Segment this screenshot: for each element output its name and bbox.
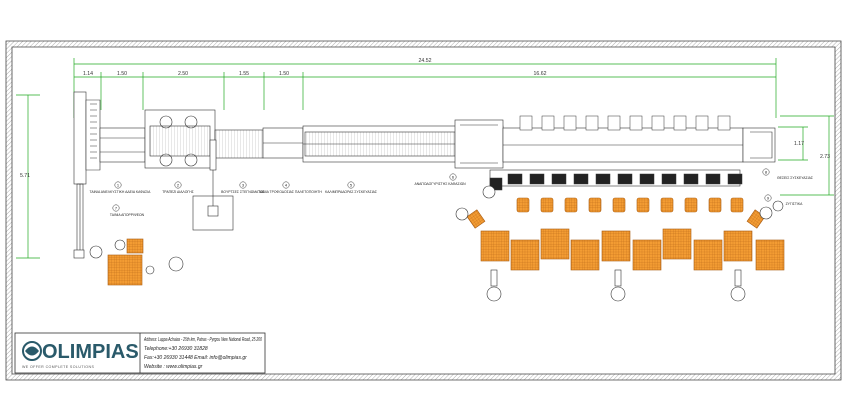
marker-6: 6	[452, 174, 455, 179]
dim-seg-3: 2.50	[178, 71, 188, 77]
marker-8: 8	[765, 169, 768, 174]
dim-left-height: 5.71	[20, 173, 30, 179]
label-4: ΤΑΙΝΙΑ ΤΡΟΦΟΔΟΣΙΑΣ ΠΑΛΕΤΟΠΟΙΗΤΗ	[258, 190, 322, 194]
company-logo: OLIMPIAS	[42, 341, 139, 363]
label-markers: 1 2 3 4 5 6 7 8 9 ΤΑΙΝΙΑ ΑΝΕΛΚΥΣΤΙΚΗ ΑΔΕ…	[90, 168, 813, 217]
telephone-line: Telephone:+30 26930 31828	[144, 346, 208, 352]
company-tagline: WE OFFER COMPLETE SOLUTIONS	[22, 365, 95, 369]
marker-5: 5	[350, 182, 353, 187]
label-3: ΒΟΥΡΤΣΕΣ ΣΤΕΓΝΩΜΑΤΟΣ	[221, 190, 265, 194]
label-1: ΤΑΙΝΙΑ ΑΝΕΛΚΥΣΤΙΚΗ ΑΔΕΙΑ ΚΑΦΑΣΙΑ	[90, 190, 152, 194]
label-5: ΚΑΛΙΜΠΡΑΔΟΡΑΣ ΣΥΣΚΕΥΑΣΙΑΣ	[325, 190, 377, 194]
dim-right-outer: 2.73	[820, 154, 830, 160]
marker-2: 2	[177, 182, 180, 187]
label-7: ΤΑΙΝΙΑ ΑΠΟΡΡΙΨΕΩΝ	[110, 213, 145, 217]
dim-right-inner: 1.17	[794, 141, 804, 147]
label-9: ΖΥΓΙΣΤΙΚΑ	[786, 202, 804, 206]
address-line: Address: Lappa Achaias - 25th km, Patras…	[143, 337, 262, 343]
calibrator-stations	[489, 115, 743, 191]
dim-seg-6: 16.62	[534, 71, 547, 77]
label-6: ΑΝΑΠΟΔΟΓΥΡΙΣΤΗΣ ΚΑΦΑΣΙΩΝ	[414, 182, 466, 186]
marker-7: 7	[115, 205, 118, 210]
drawing-frame	[5, 40, 842, 381]
dim-seg-1: 1.14	[83, 71, 93, 77]
logo-mark	[22, 341, 42, 361]
dimension-texts: 24.52 1.14 1.50 2.50 1.55 1.50 16.62 5.7…	[20, 58, 830, 179]
dimension-lines	[16, 58, 834, 259]
label-2: ΤΡΑΠΕΖΙ ΔΙΑΛΟΓΗΣ	[162, 190, 194, 194]
dim-seg-2: 1.50	[117, 71, 127, 77]
marker-9: 9	[767, 195, 770, 200]
dim-total: 24.52	[419, 58, 432, 64]
marker-1: 1	[117, 182, 120, 187]
fax-email-line: Fax:+30 26930 31448 Email: info@olimpias…	[144, 355, 247, 361]
label-8: ΘΕΣΕΙΣ ΣΥΣΚΕΥΑΣΙΑΣ	[777, 176, 813, 180]
machinery	[73, 91, 776, 259]
crates	[107, 197, 785, 286]
dim-seg-4: 1.55	[239, 71, 249, 77]
dim-seg-5: 1.50	[279, 71, 289, 77]
marker-4: 4	[285, 182, 288, 187]
operators	[89, 185, 784, 302]
title-block: OLIMPIAS WE OFFER COMPLETE SOLUTIONS Add…	[14, 332, 266, 374]
marker-3: 3	[242, 182, 245, 187]
website-line: Website : www.olimpias.gr	[144, 364, 203, 370]
